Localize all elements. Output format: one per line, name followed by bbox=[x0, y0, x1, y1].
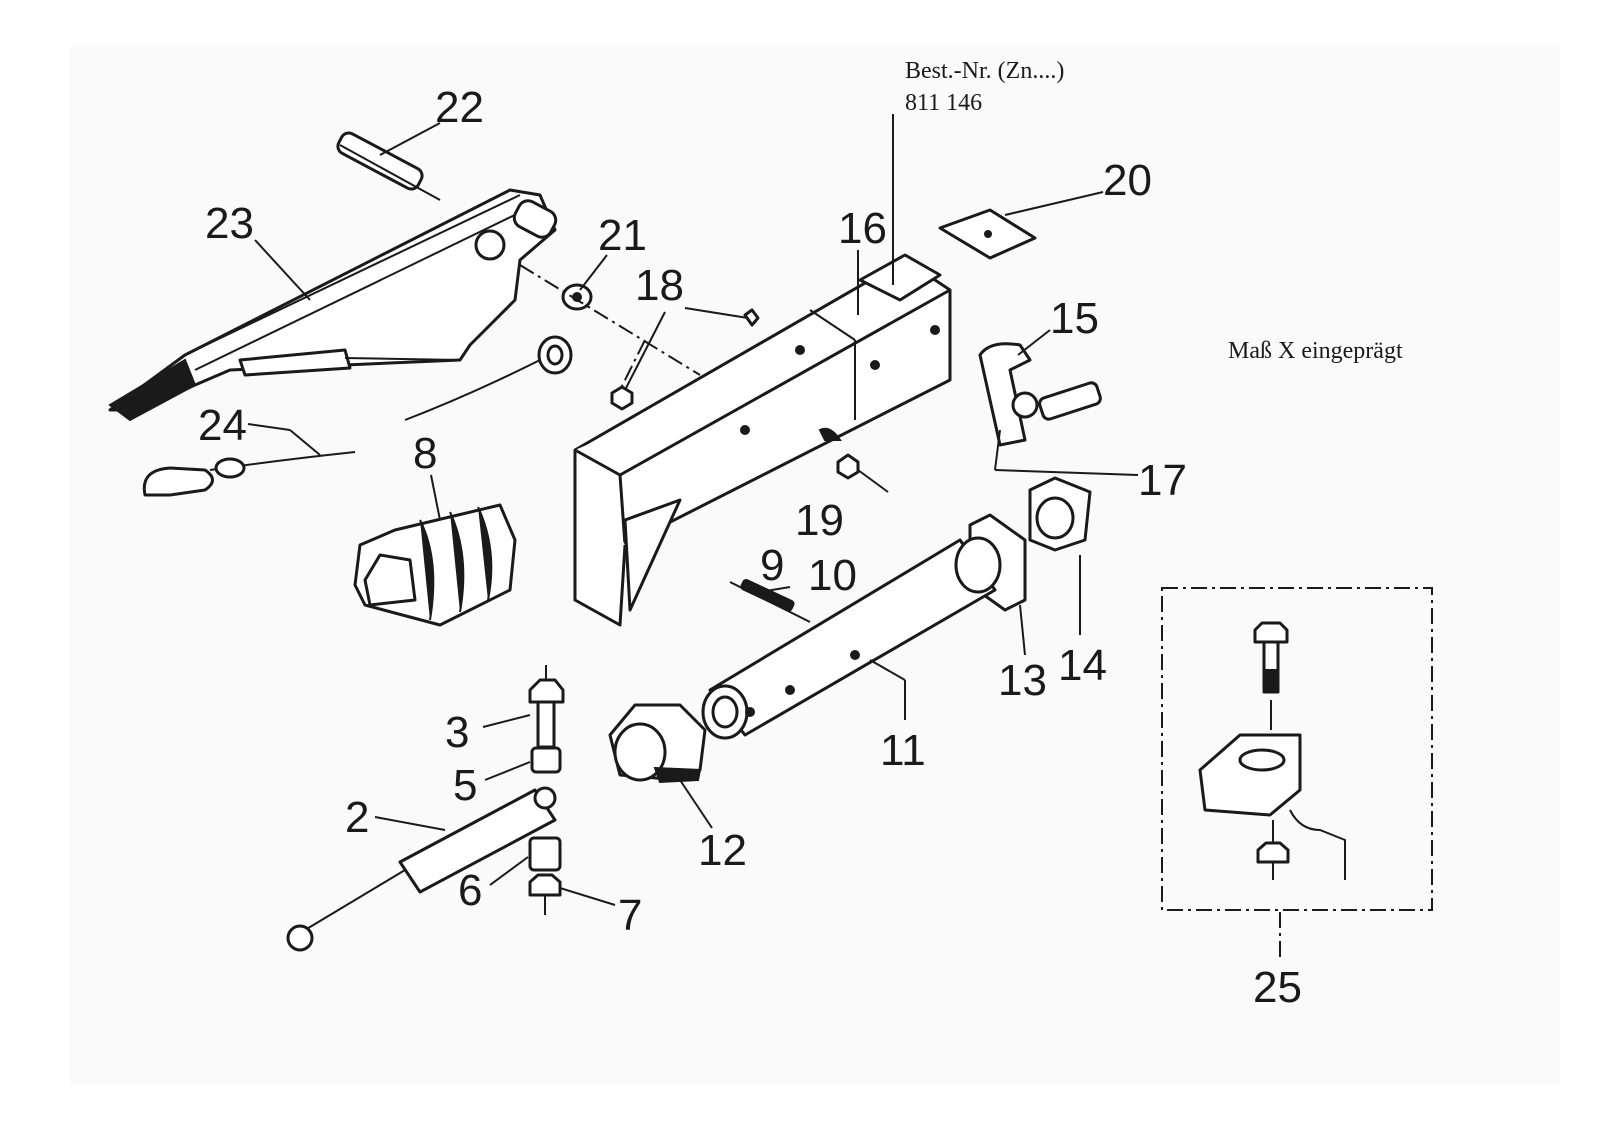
callout-2: 2 bbox=[345, 793, 369, 842]
part-eyebolt-cable bbox=[404, 335, 573, 421]
part-6-spacer bbox=[528, 836, 562, 872]
notes: Best.-Nr. (Zn....) 811 146 Maß X eingepr… bbox=[905, 58, 1403, 364]
callout-15: 15 bbox=[1050, 294, 1099, 343]
callout-10: 10 bbox=[808, 551, 857, 600]
part-22-pin bbox=[336, 131, 441, 201]
order-number-value: 811 146 bbox=[905, 90, 982, 116]
part-24-breakaway-cable bbox=[142, 451, 356, 497]
callout-3: 3 bbox=[445, 708, 469, 757]
part-16-housing bbox=[573, 253, 952, 627]
leader-lines bbox=[247, 114, 1139, 906]
callout-6: 6 bbox=[458, 866, 482, 915]
callouts: 22 23 21 18 16 20 15 17 24 8 19 9 10 14 … bbox=[198, 83, 1302, 1012]
callout-16: 16 bbox=[838, 204, 887, 253]
part-2-damper bbox=[286, 786, 557, 952]
part-8-bellows bbox=[353, 503, 517, 627]
part-3-bolt bbox=[528, 665, 565, 749]
callout-14: 14 bbox=[1058, 641, 1107, 690]
callout-25: 25 bbox=[1253, 963, 1302, 1012]
callout-20: 20 bbox=[1103, 156, 1152, 205]
callout-7: 7 bbox=[618, 891, 642, 940]
part-19-nut bbox=[836, 453, 889, 493]
callout-19: 19 bbox=[795, 496, 844, 545]
callout-22: 22 bbox=[435, 83, 484, 132]
callout-11: 11 bbox=[880, 726, 926, 775]
part-21-washer bbox=[561, 283, 593, 311]
callout-8: 8 bbox=[413, 429, 437, 478]
dimension-note: Maß X eingeprägt bbox=[1228, 338, 1403, 364]
part-18-nut bbox=[610, 308, 760, 411]
part-23-brake-lever bbox=[108, 188, 558, 422]
diagram-background bbox=[70, 45, 1560, 1085]
assembly-axes bbox=[519, 264, 1281, 960]
callout-17: 17 bbox=[1138, 456, 1187, 505]
callout-24: 24 bbox=[198, 401, 247, 450]
part-15-coupling bbox=[978, 342, 1102, 471]
callout-5: 5 bbox=[453, 761, 477, 810]
part-25-clamp-box bbox=[1161, 587, 1433, 911]
callout-23: 23 bbox=[205, 199, 254, 248]
part-11-tube bbox=[701, 536, 1002, 740]
part-5-spacer bbox=[530, 746, 562, 774]
callout-9: 9 bbox=[760, 541, 784, 590]
callout-13: 13 bbox=[998, 656, 1047, 705]
callout-18: 18 bbox=[635, 261, 684, 310]
part-7-nut bbox=[528, 873, 562, 915]
callout-12: 12 bbox=[698, 826, 747, 875]
part-14-bearing bbox=[1028, 476, 1092, 552]
part-20-plate bbox=[938, 208, 1037, 260]
part-12-bearing bbox=[608, 703, 707, 784]
order-number-label: Best.-Nr. (Zn....) bbox=[905, 58, 1064, 84]
callout-21: 21 bbox=[598, 211, 647, 260]
